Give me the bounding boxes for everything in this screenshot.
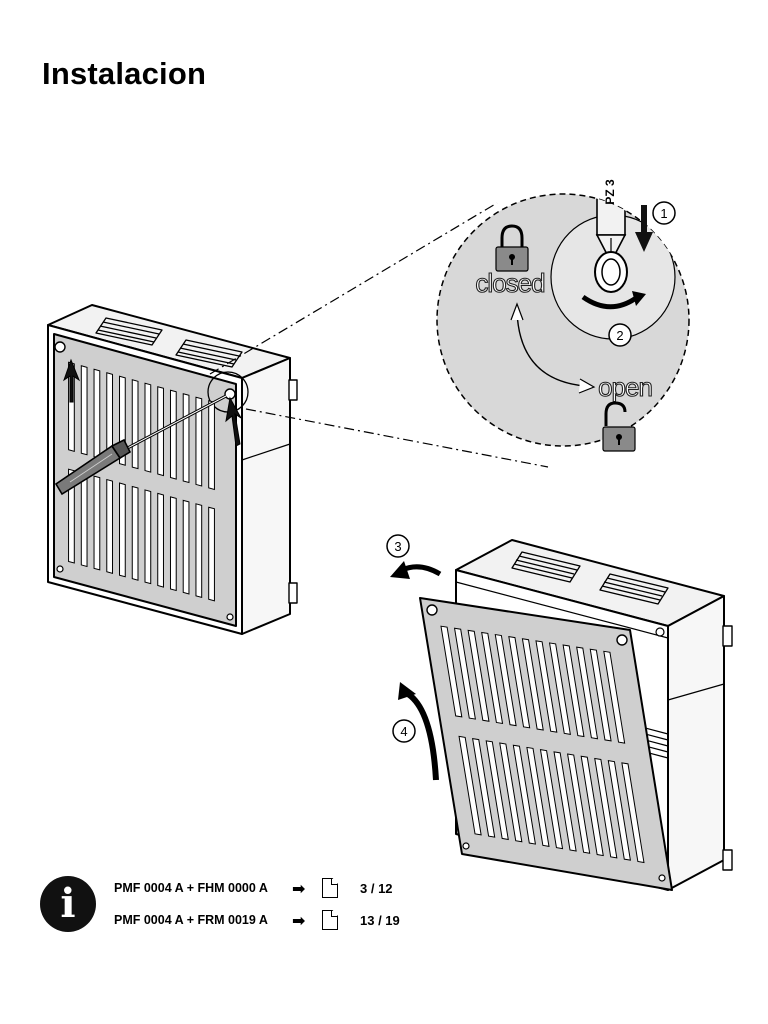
top-vent-left <box>95 317 163 346</box>
reference-product: PMF 0004 A + FRM 0019 A <box>114 913 268 927</box>
vent-slot <box>458 735 482 836</box>
vent-slot <box>440 625 463 718</box>
rotate-arrow <box>581 294 638 310</box>
vent-slot <box>453 627 476 720</box>
vent-slot <box>208 506 215 602</box>
open-label: open <box>598 372 652 402</box>
vent-slot <box>80 471 88 568</box>
vent-slot <box>607 760 631 861</box>
svg-text:1: 1 <box>660 206 667 221</box>
push-arrow <box>635 205 653 252</box>
document-icon <box>322 910 338 930</box>
lift-arrow <box>406 691 439 781</box>
open-padlock-icon <box>602 401 636 452</box>
vent-slot <box>119 482 126 578</box>
vent-slot <box>621 762 645 864</box>
vent-slot <box>481 631 504 725</box>
reference-row: PMF 0004 A + FHM 0000 A ➡ 3 / 12 <box>114 876 393 900</box>
vent-slot <box>594 757 618 859</box>
svg-text:4: 4 <box>400 724 407 739</box>
top-vent-right <box>175 339 243 368</box>
vent-slot <box>195 503 203 599</box>
reference-product: PMF 0004 A + FHM 0000 A <box>114 881 268 895</box>
vent-slot <box>80 365 88 456</box>
vent-slot <box>68 468 75 564</box>
step-1-badge: 1 <box>652 201 676 225</box>
step-4-badge: 4 <box>392 719 416 743</box>
vent-slot <box>567 753 591 854</box>
vent-slot <box>499 742 523 843</box>
page-title: Instalacion <box>42 56 207 91</box>
step-2-badge: 2 <box>608 323 632 347</box>
closed-padlock-icon <box>495 224 529 272</box>
vent-slot <box>93 475 101 571</box>
vent-slot <box>548 642 571 735</box>
reference-pages: 13 / 19 <box>360 912 400 928</box>
vent-slot <box>131 379 139 470</box>
vent-slot <box>535 640 558 733</box>
vent-slot <box>208 400 215 491</box>
vent-slot <box>144 382 152 473</box>
screwdriver-icon <box>54 394 227 496</box>
arrow-right-icon: ➡ <box>292 878 306 898</box>
unlock-arrow-right <box>225 396 242 447</box>
vent-slot <box>576 646 599 740</box>
vent-slot <box>580 755 604 857</box>
svg-text:3: 3 <box>394 539 401 554</box>
vent-slot <box>589 648 612 742</box>
vent-slot <box>521 638 544 731</box>
zoom-projection-lines <box>209 202 549 468</box>
arrow-right-icon: ➡ <box>292 910 306 930</box>
tool-label: PZ 3 <box>603 179 617 205</box>
reference-row: PMF 0004 A + FRM 0019 A ➡ 13 / 19 <box>114 908 400 932</box>
vent-slot <box>472 738 496 838</box>
vent-slot <box>182 393 190 484</box>
closed-label: closed <box>475 268 544 298</box>
vent-slot <box>526 746 550 847</box>
vent-slot <box>144 489 152 585</box>
vent-slot <box>494 633 517 727</box>
vent-slot <box>106 478 114 574</box>
svg-text:2: 2 <box>616 328 623 343</box>
vent-slot <box>603 650 626 744</box>
info-icon: i <box>40 876 96 932</box>
document-icon <box>322 878 338 898</box>
vent-slot <box>169 496 177 592</box>
vent-slot <box>512 744 537 845</box>
vent-slot <box>182 499 190 595</box>
left-cover-slots <box>68 361 215 602</box>
reference-info: i PMF 0004 A + FHM 0000 A ➡ 3 / 12 PMF 0… <box>40 870 460 940</box>
lock-toggle-arrow <box>516 311 586 387</box>
vent-slot <box>539 749 564 850</box>
vent-slot <box>467 629 490 722</box>
vent-slot <box>553 751 577 852</box>
right-cover-slots <box>440 625 645 864</box>
right-housing <box>419 539 733 891</box>
vent-slot <box>93 368 101 459</box>
unlock-arrow-left <box>63 358 81 403</box>
screw-head <box>594 251 628 293</box>
vent-slot <box>485 740 509 841</box>
vent-slot <box>131 485 139 581</box>
step-3-badge: 3 <box>386 534 410 558</box>
vent-slot <box>195 396 203 487</box>
vent-slot <box>562 644 585 738</box>
vent-slot <box>169 389 177 480</box>
vent-slot <box>157 492 164 588</box>
vent-slot <box>508 636 531 729</box>
reference-pages: 3 / 12 <box>360 880 393 896</box>
